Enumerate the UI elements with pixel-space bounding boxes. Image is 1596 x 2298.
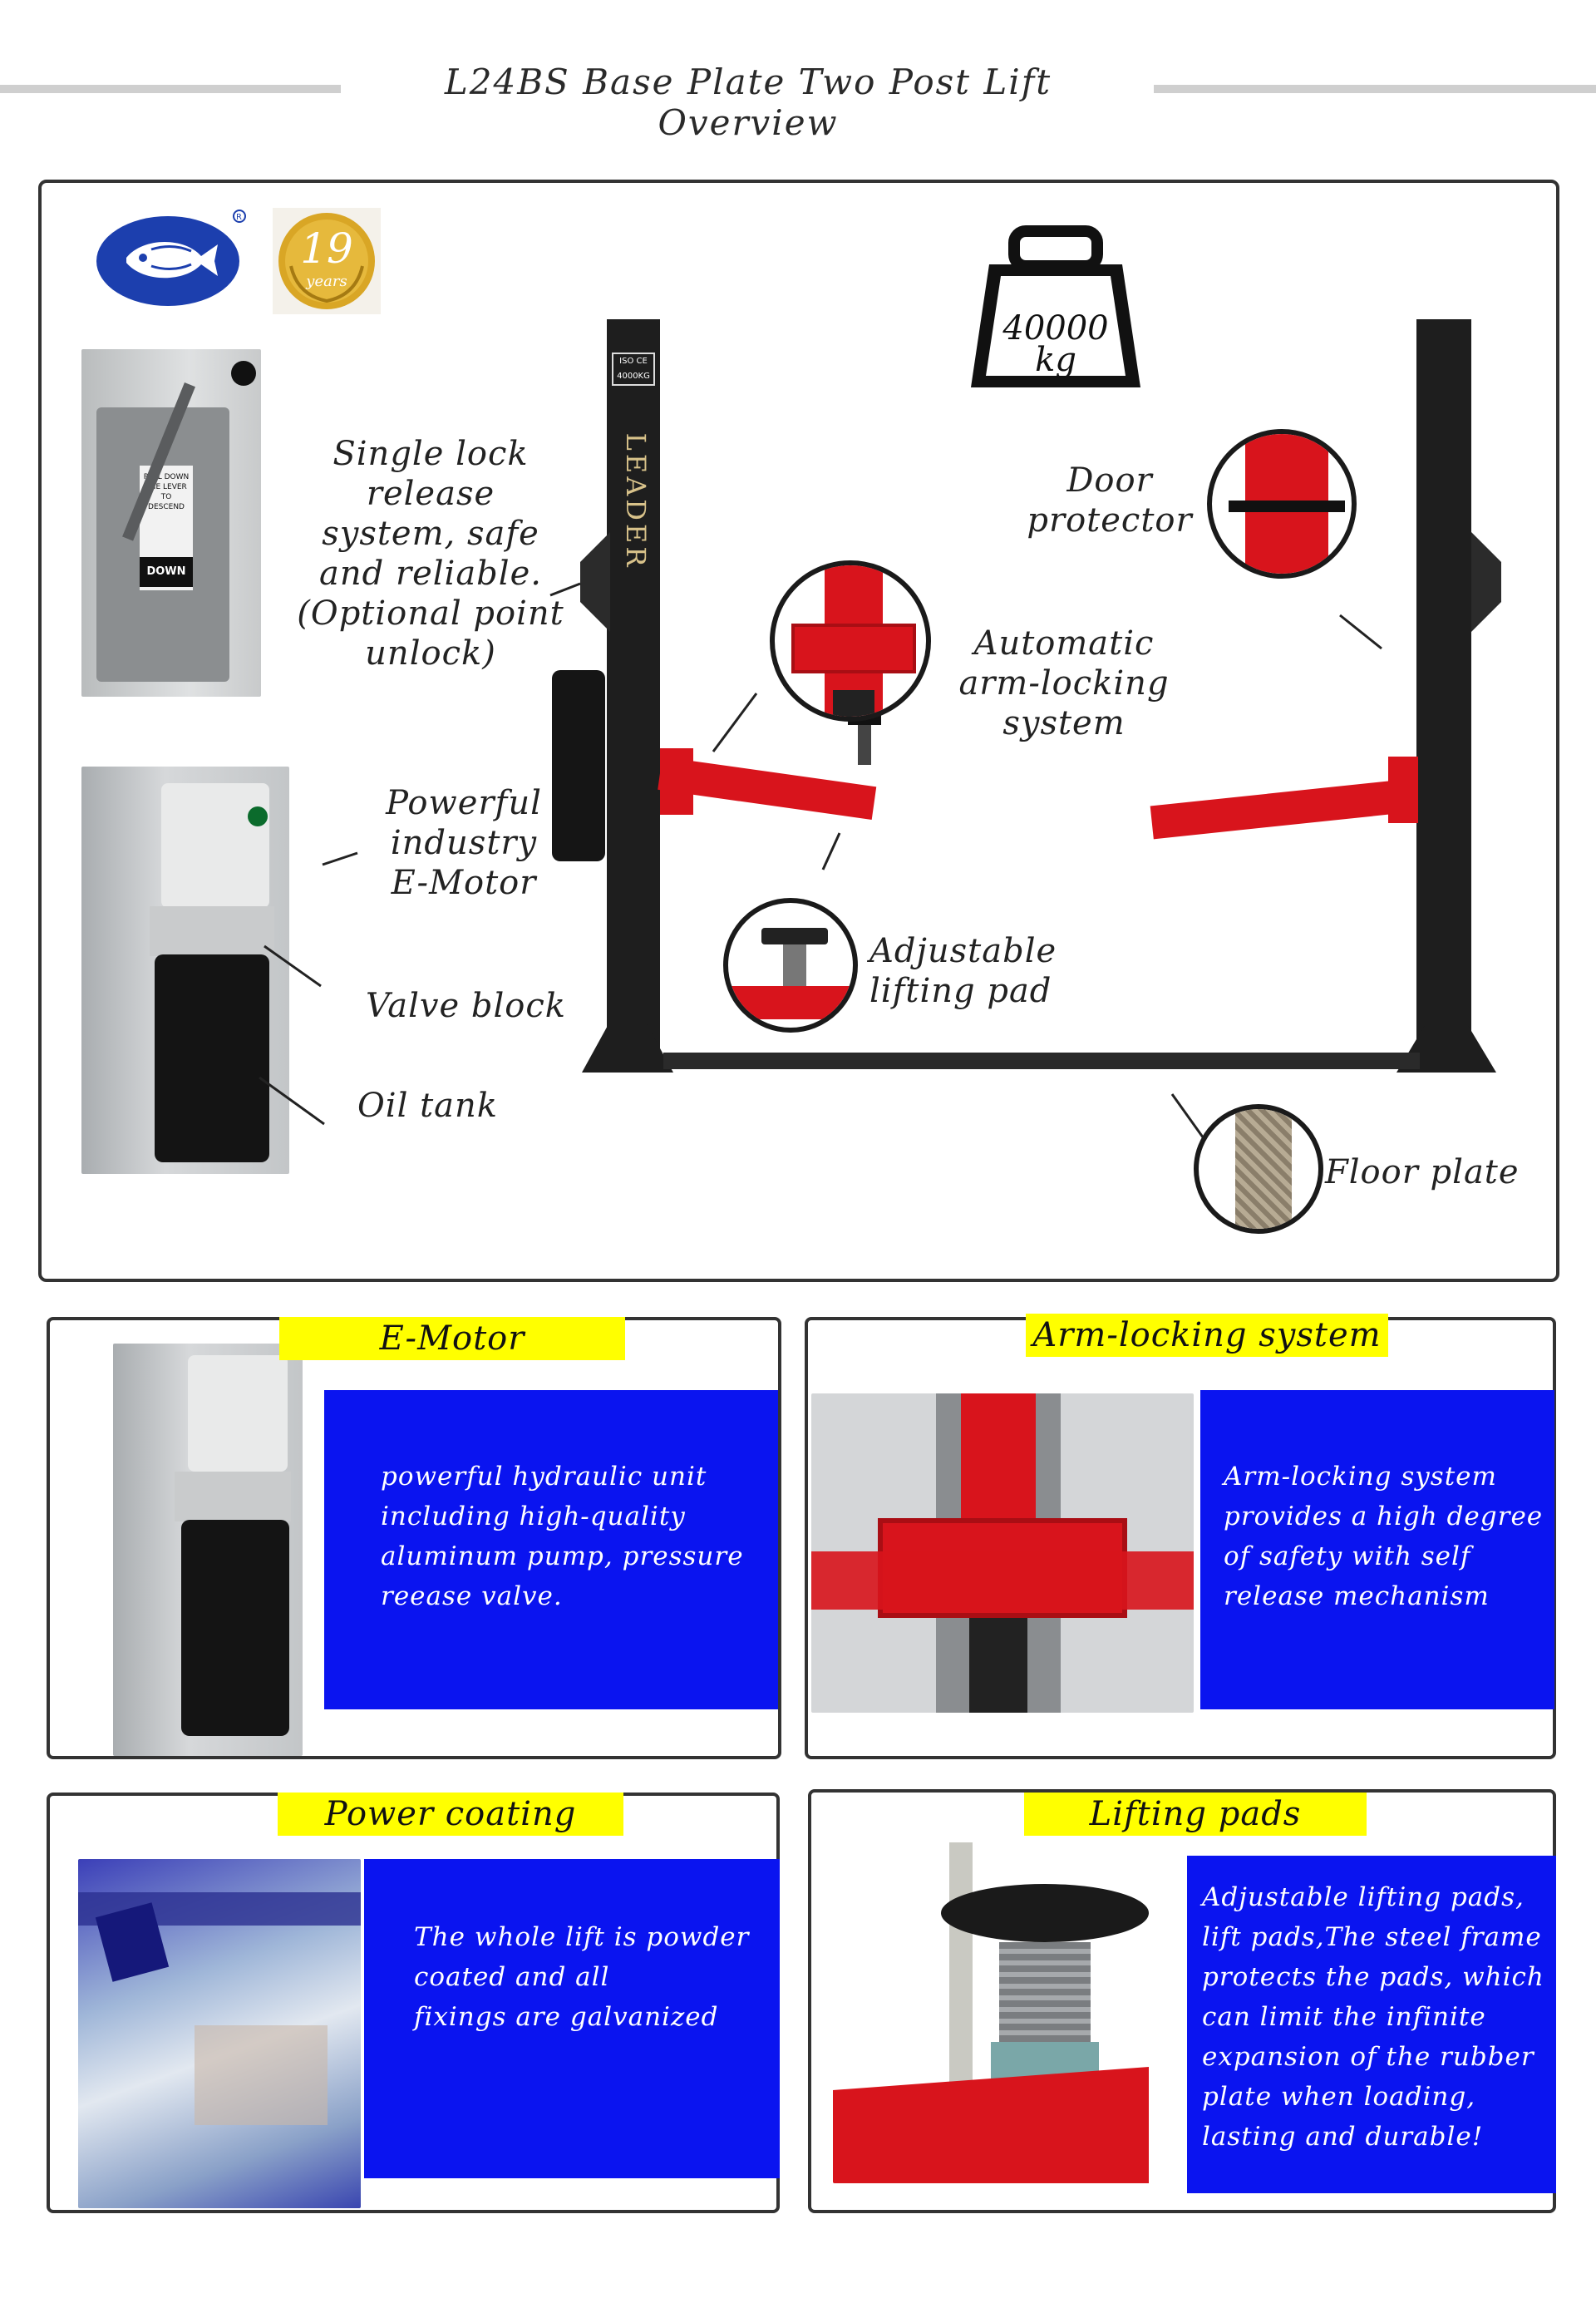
arm-locking-text: Arm-locking system provides a high degre…	[1224, 1462, 1544, 1611]
capacity-mark: 4000KG	[617, 372, 650, 381]
floor-plate-detail	[1194, 1104, 1323, 1234]
arm-locking-tag: Arm-locking system	[1026, 1314, 1388, 1357]
brand-logo: R	[93, 208, 249, 309]
feature-box-arm-locking: Arm-locking system Arm-locking system pr…	[805, 1314, 1556, 1759]
years-badge: 19 years	[273, 208, 381, 314]
power-coating-info: The whole lift is powder coated and all …	[364, 1859, 780, 2178]
lifting-pads-info: Adjustable lifting pads, lift pads,The s…	[1187, 1856, 1556, 2193]
valve-block-label: Valve block	[366, 987, 566, 1025]
lever-sign-text: PULL DOWN THE LEVER TO DESCEND	[143, 473, 190, 511]
power-coating-tag: Power coating	[278, 1793, 623, 1836]
e-motor-info: powerful hydraulic unit including high-q…	[324, 1390, 778, 1709]
single-lock-label: Single lock release system, safe and rel…	[297, 435, 564, 673]
e-motor-label: Powerful industry E-Motor	[386, 784, 542, 902]
overview-panel: R 19 years 40000 kg PULL DOWN THE LEVER …	[38, 180, 1559, 1282]
door-protector-label: Door protector	[1027, 461, 1193, 540]
lifting-pads-tag: Lifting pads	[1024, 1793, 1367, 1836]
floor-plate-label: Floor plate	[1325, 1153, 1520, 1191]
years-badge-word: years	[306, 273, 347, 290]
auto-arm-lock-label: Automatic arm-locking system	[958, 624, 1170, 742]
arm-lock-photo	[811, 1393, 1194, 1713]
right-carriage	[1388, 757, 1418, 823]
hydraulic-unit-photo	[81, 767, 289, 1174]
power-coating-text: The whole lift is powder coated and all …	[414, 1922, 750, 2032]
post-plate-iso: ISO CE 4000KG	[612, 353, 655, 386]
feature-box-power-coating: Power coating The whole lift is powder c…	[47, 1793, 780, 2213]
post-brand: LEADER	[620, 432, 652, 570]
ce-mark: CE	[636, 357, 648, 366]
lifting-pad-photo	[833, 1817, 1182, 2183]
callout-lines	[259, 582, 1382, 1142]
feature-box-e-motor: E-Motor powerful hydraulic unit includin…	[47, 1317, 781, 1759]
pump-motor	[552, 670, 605, 861]
feature-box-lifting-pads: Lifting pads Adjustable lifting pads, li…	[808, 1789, 1556, 2213]
left-post: ISO CE 4000KG LEADER	[607, 319, 660, 1068]
years-badge-number: 19	[300, 224, 353, 273]
powder-coating-photo	[78, 1859, 361, 2208]
iso-mark: ISO	[619, 357, 634, 366]
right-post	[1416, 319, 1471, 1068]
svg-text:R: R	[236, 213, 242, 222]
left-pad	[848, 715, 881, 782]
left-carriage	[660, 748, 693, 815]
oil-tank-label: Oil tank	[357, 1087, 499, 1125]
arm-locking-info: Arm-locking system provides a high degre…	[1200, 1390, 1554, 1709]
arm-lock-detail	[770, 560, 931, 722]
e-motor-tag: E-Motor	[279, 1317, 625, 1360]
e-motor-text: powerful hydraulic unit including high-q…	[381, 1462, 744, 1611]
door-protector-detail	[1207, 429, 1357, 579]
lifting-pad-detail	[723, 898, 858, 1033]
down-button: DOWN	[140, 557, 193, 587]
weight-icon: 40000 kg	[964, 224, 1147, 391]
title-rule-left	[0, 85, 341, 93]
lifting-pad-label: Adjustable lifting pad	[869, 932, 1057, 1010]
release-lever-photo: PULL DOWN THE LEVER TO DESCEND DOWN	[81, 349, 261, 697]
weight-value: 40000	[1002, 309, 1109, 348]
page-title: L24BS Base Plate Two Post Lift Overview	[444, 62, 1052, 143]
e-motor-photo	[113, 1344, 303, 1756]
lifting-pads-text: Adjustable lifting pads, lift pads,The s…	[1202, 1882, 1544, 2152]
weight-unit: kg	[1035, 341, 1076, 379]
floor-plate-bar	[663, 1053, 1420, 1069]
title-rule-right	[1154, 85, 1596, 93]
